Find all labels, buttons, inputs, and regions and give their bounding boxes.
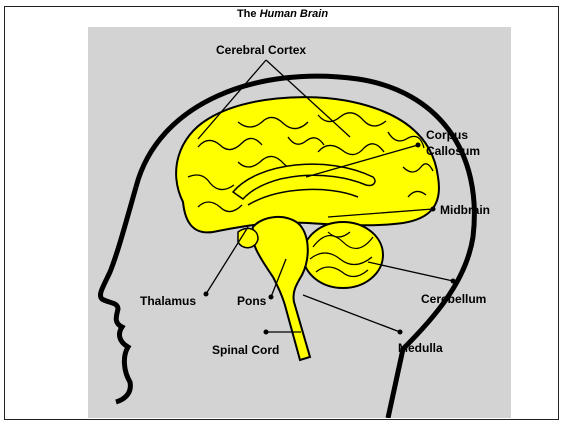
label-pons: Pons — [237, 294, 267, 308]
title-emphasis: Human Brain — [260, 8, 328, 20]
label-cerebral-cortex: Cerebral Cortex — [216, 43, 306, 57]
title-prefix: The — [237, 8, 260, 20]
label-callosum: Callosum — [426, 144, 480, 158]
label-cerebellum: Cerebellum — [421, 292, 486, 306]
face-profile — [100, 187, 136, 402]
brain-illustration: Cerebral Cortex Corpus Callosum Midbrain… — [88, 27, 511, 418]
figure-title: The Human Brain — [0, 8, 565, 20]
label-corpus: Corpus — [426, 128, 468, 142]
label-spinal-cord: Spinal Cord — [212, 343, 279, 357]
brainstem-shape — [252, 217, 310, 360]
label-midbrain: Midbrain — [440, 203, 490, 217]
label-thalamus: Thalamus — [140, 294, 196, 308]
label-medulla: Medulla — [398, 341, 443, 355]
